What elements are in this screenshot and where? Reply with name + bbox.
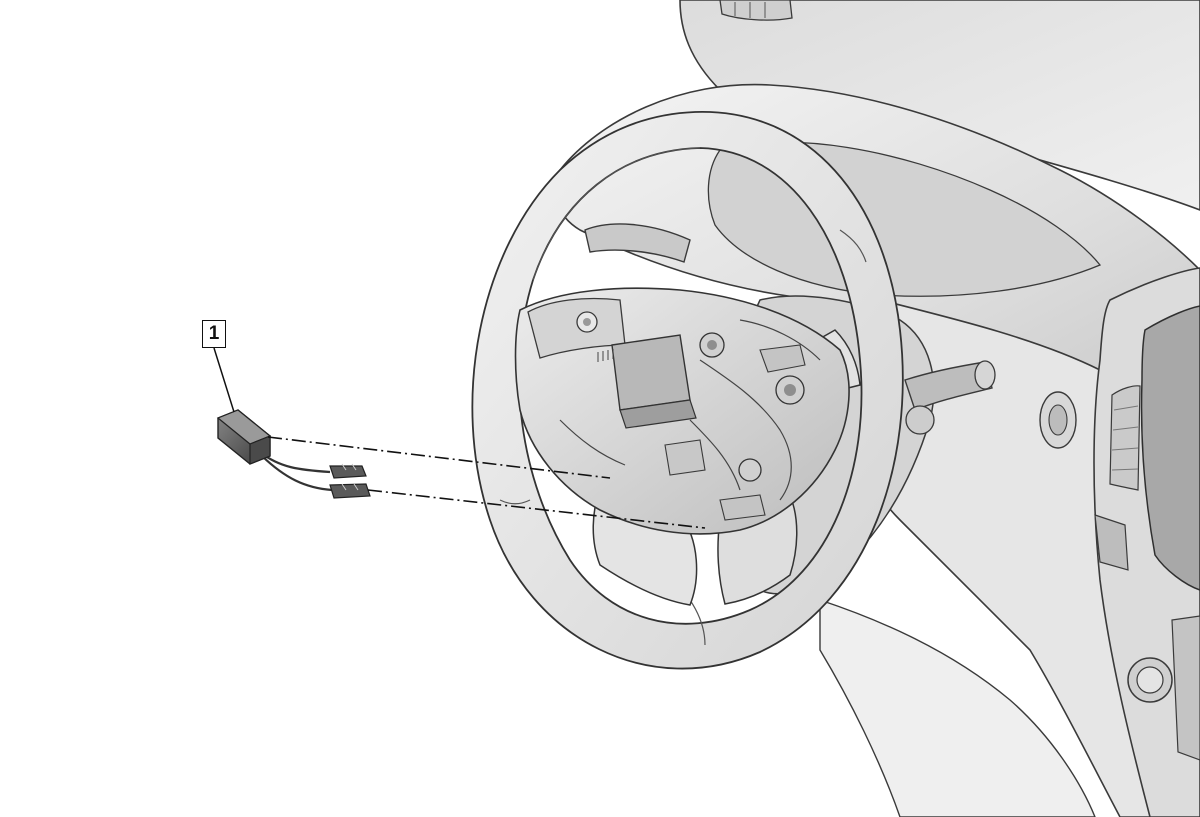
steering-wheel-hub bbox=[514, 287, 850, 535]
callout-label-1: 1 bbox=[202, 320, 226, 348]
install-dash-lines bbox=[267, 436, 706, 529]
module-component bbox=[216, 409, 371, 499]
dashboard bbox=[554, 0, 1200, 817]
callout-leader bbox=[213, 347, 235, 413]
